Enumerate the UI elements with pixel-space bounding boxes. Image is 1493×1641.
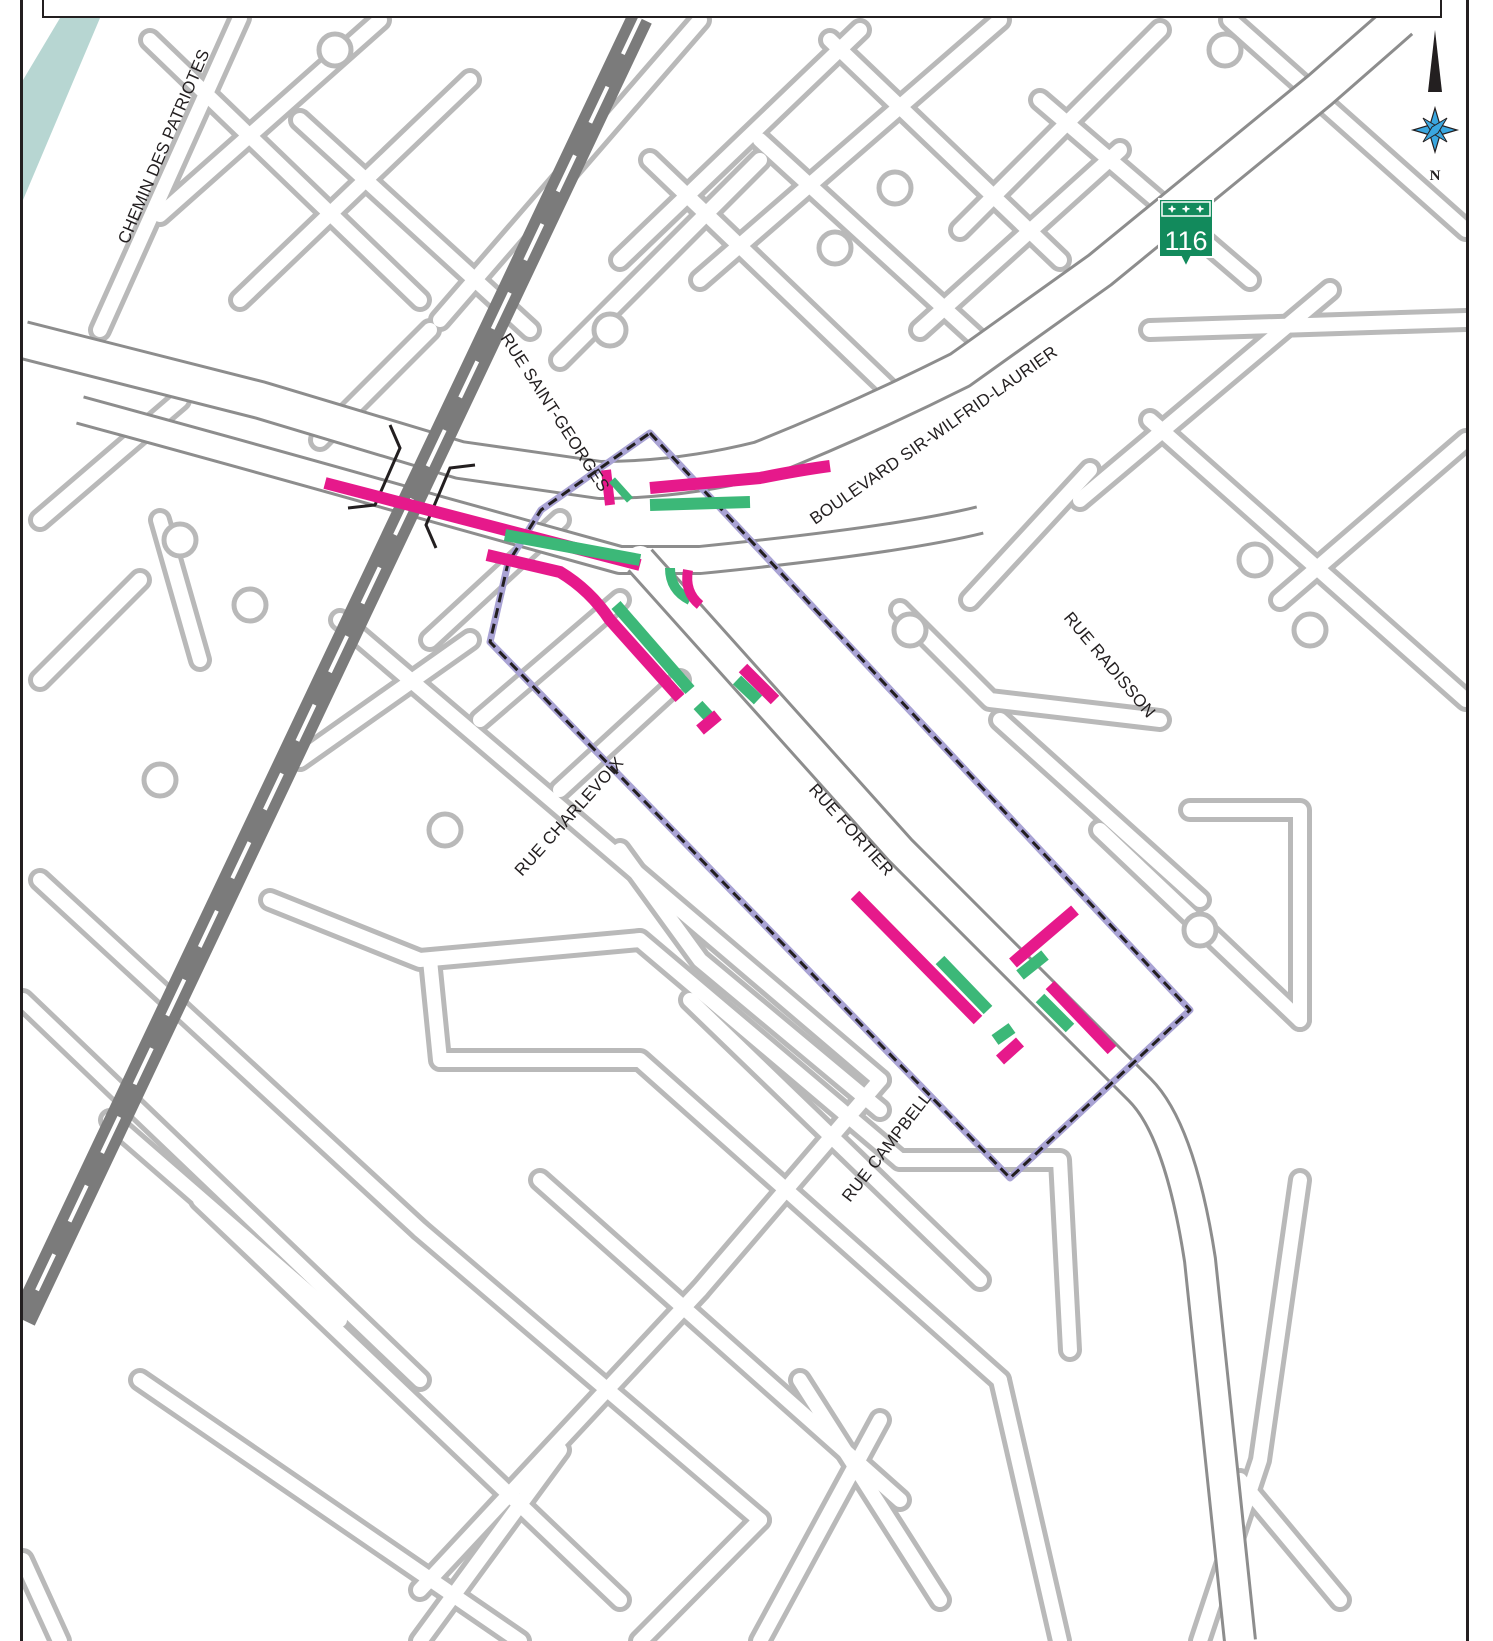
north-letter: N	[1430, 168, 1441, 184]
boulevard-sir-wilfrid-laurier	[23, 18, 1417, 500]
route-116-shield: 116	[1158, 198, 1214, 270]
railway	[23, 18, 652, 1326]
map-frame	[20, 0, 1469, 1641]
north-arrow: N	[1410, 30, 1460, 184]
north-arrow-icon	[1428, 30, 1442, 92]
compass-star-icon	[1410, 105, 1460, 155]
rue-fortier-road	[626, 546, 1257, 1641]
street-network	[23, 18, 1466, 1641]
highlight-segments	[323, 460, 1117, 1065]
bridge-marks	[347, 424, 476, 549]
route-number: 116	[1164, 226, 1207, 256]
title-bar-border	[42, 0, 1442, 18]
study-area-boundary	[486, 429, 1194, 1182]
river	[23, 18, 100, 200]
fleur-de-lis-icon	[1168, 205, 1204, 213]
